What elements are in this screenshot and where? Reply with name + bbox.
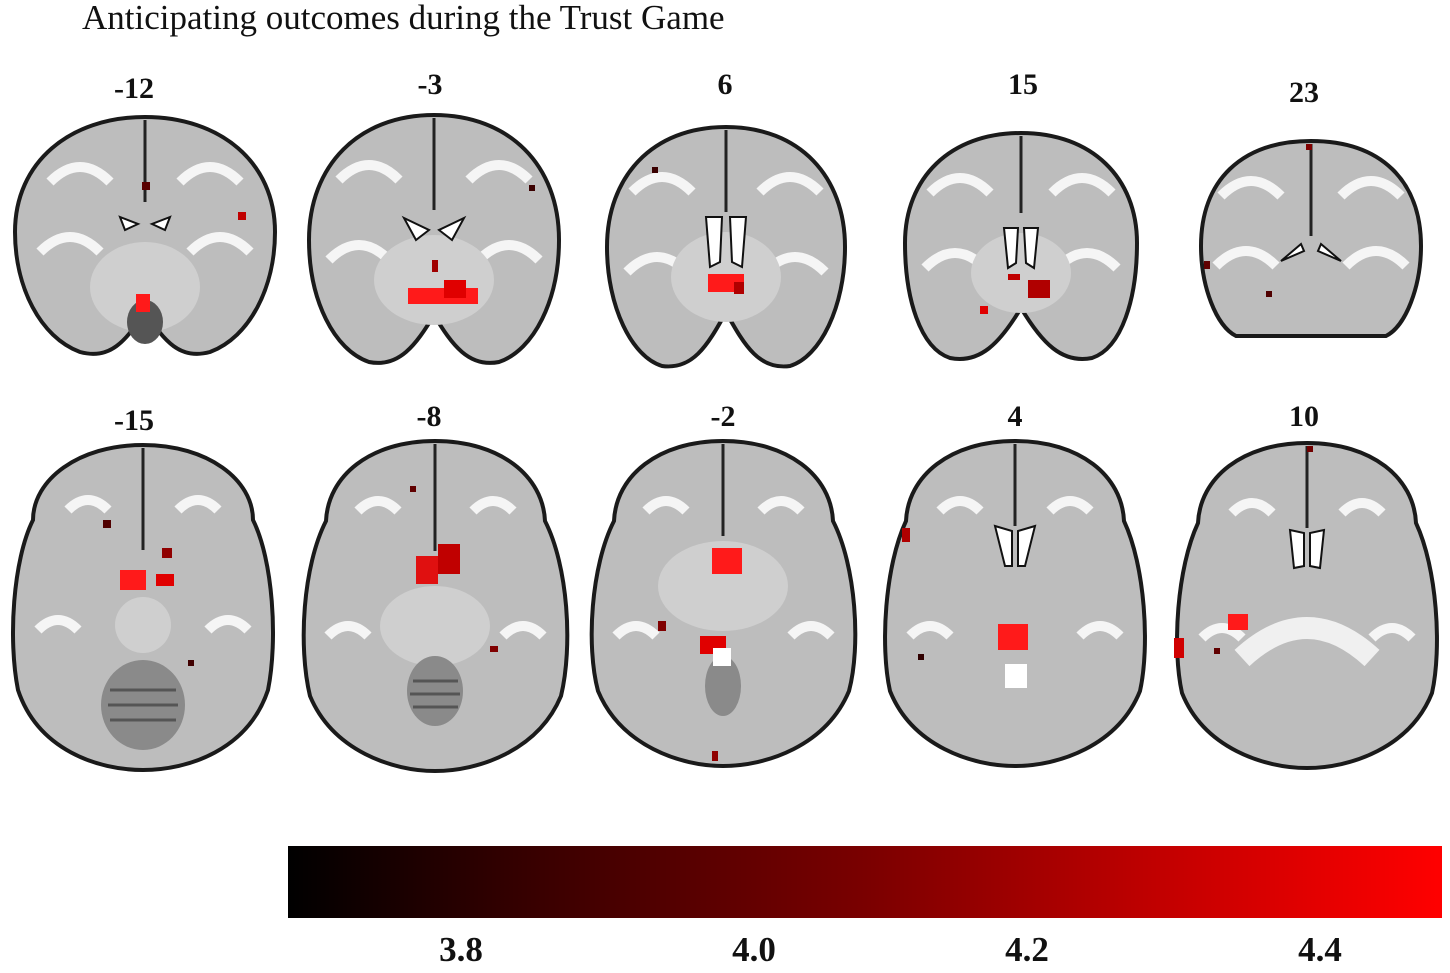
slice-label: -2: [710, 400, 736, 433]
slice-label: -12: [114, 72, 154, 105]
brain-slice-image: [12, 114, 278, 356]
slice-label: -15: [114, 404, 154, 437]
slice-label: 4: [1007, 400, 1023, 433]
axial-slice-panel: [880, 436, 1150, 771]
axial-slice-panel: [298, 436, 573, 776]
coronal-slice-panel: [602, 122, 850, 372]
brain-slice-image: [604, 124, 848, 369]
colorbar-tick-label: 4.4: [1298, 930, 1342, 969]
colorbar-tick-label: 4.0: [732, 930, 776, 969]
axial-slice-panel: [1172, 438, 1442, 773]
slice-label: 10: [1289, 400, 1319, 433]
coronal-slice-panel: [10, 112, 280, 362]
coronal-slice-panel: [304, 110, 564, 372]
brain-slice-image: [1198, 138, 1424, 338]
slice-label: 15: [1008, 68, 1038, 101]
axial-slice-panel: [586, 436, 861, 771]
colorbar-tick-label: 4.2: [1005, 930, 1049, 969]
slice-label: 23: [1289, 76, 1319, 109]
axial-slice-panel: [8, 440, 278, 775]
slice-label: -8: [416, 400, 442, 433]
brain-slice-image: [301, 438, 570, 774]
colorbar: [288, 846, 1442, 918]
brain-slice-image: [306, 112, 562, 365]
brain-slice-image: [902, 130, 1140, 361]
brain-slice-image: [11, 442, 275, 773]
coronal-slice-panel: [1196, 136, 1426, 354]
slice-label: -3: [417, 68, 443, 101]
slice-label: 6: [717, 68, 733, 101]
colorbar-tick-label: 3.8: [439, 930, 483, 969]
brain-slice-image: [883, 438, 1147, 769]
brain-slice-image: [1174, 440, 1439, 771]
brain-slice-image: [589, 438, 858, 769]
coronal-slice-panel: [900, 128, 1142, 366]
figure-title: Anticipating outcomes during the Trust G…: [82, 0, 725, 37]
